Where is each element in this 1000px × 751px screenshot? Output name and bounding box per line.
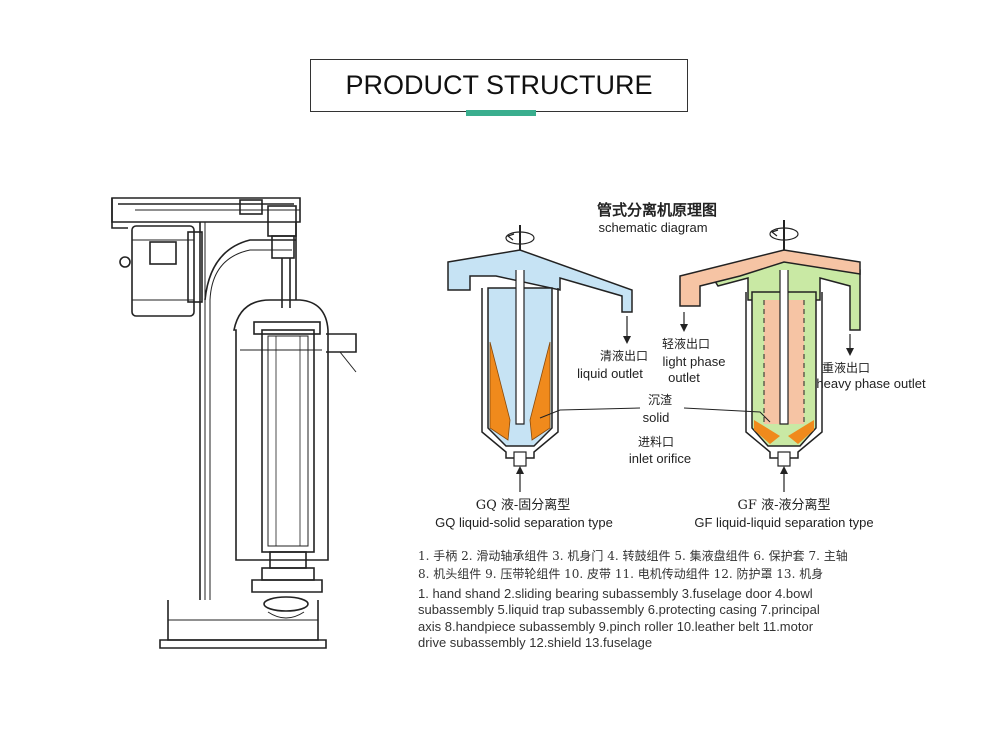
machine-drawing — [111, 197, 357, 649]
schematic-title-zh: 管式分离机原理图 — [597, 201, 717, 219]
legend-zh-line-1: 1. 手柄 2. 滑动轴承组件 3. 机身门 4. 转鼓组件 5. 集液盘组件 … — [418, 548, 848, 563]
legend-zh-line-2: 8. 机头组件 9. 压带轮组件 10. 皮带 11. 电机传动组件 12. 防… — [418, 566, 823, 581]
liquid-outlet-zh: 清液出口 — [600, 348, 648, 363]
solid-zh: 沉渣 — [648, 393, 672, 407]
solid-leader-left — [539, 407, 641, 419]
gq-type-zh: GQ 液-固分离型 — [476, 497, 571, 513]
legend-en-line-3: axis 8.handpiece subassembly 9.pinch rol… — [418, 619, 814, 634]
light-phase-zh: 轻液出口 — [662, 336, 710, 351]
solid-en: solid — [643, 410, 670, 425]
gf-type-zh: GF 液-液分离型 — [738, 497, 831, 513]
light-phase-en-1: light phase — [663, 354, 726, 369]
heavy-phase-zh: 重液出口 — [822, 360, 870, 375]
gf-separator — [679, 220, 861, 492]
solid-leader-right — [683, 407, 771, 423]
heavy-phase-en: heavy phase outlet — [816, 376, 926, 391]
schematic-title-en: schematic diagram — [598, 220, 707, 235]
gq-type-en: GQ liquid-solid separation type — [435, 515, 613, 530]
legend-en-line-4: drive subassembly 12.shield 13.fuselage — [418, 635, 652, 650]
gq-separator — [447, 225, 633, 492]
legend-en-line-2: subassembly 5.liquid trap subassembly 6.… — [418, 602, 820, 617]
inlet-en: inlet orifice — [629, 451, 691, 466]
title-underline — [466, 110, 536, 116]
inlet-zh: 进料口 — [638, 435, 674, 449]
light-phase-en-2: outlet — [668, 370, 700, 385]
gf-type-en: GF liquid-liquid separation type — [694, 515, 873, 530]
legend-en-line-1: 1. hand shand 2.sliding bearing subassem… — [418, 586, 813, 601]
liquid-outlet-en: liquid outlet — [577, 366, 643, 381]
